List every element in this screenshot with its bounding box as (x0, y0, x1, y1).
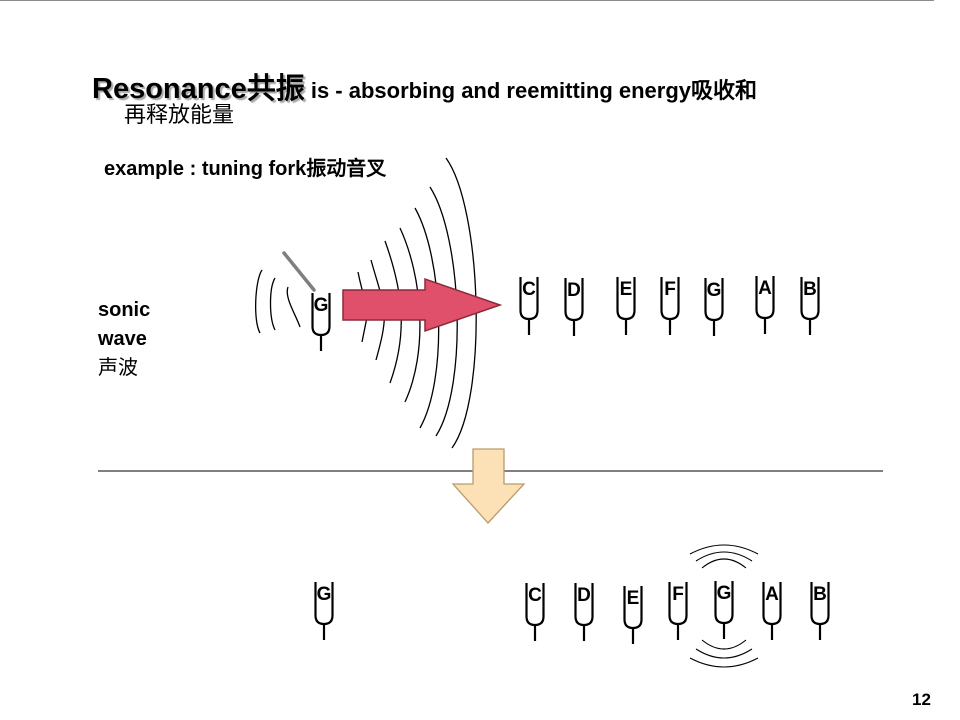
sonic-word: sonic (98, 299, 151, 321)
sonic-wave-label: sonic wave 声波 (98, 296, 150, 383)
fork-note-label: D (577, 585, 591, 606)
fork-before-E: E (616, 277, 636, 335)
mallet-icon (282, 251, 316, 292)
example-caption: example : tuning fork振动音叉 (104, 158, 387, 180)
resonance-wave-icon (689, 544, 759, 668)
fork-after-B: B (810, 582, 830, 640)
fork-note-label: E (627, 588, 640, 609)
fork-note-label: F (664, 279, 676, 300)
fork-before-B: B (800, 277, 820, 335)
source-fork: G (311, 293, 331, 351)
top-divider (0, 0, 934, 1)
fork-note-label: G (707, 280, 722, 301)
result-source-fork: G (314, 582, 334, 640)
fork-note-label: C (528, 585, 542, 606)
right-arrow-icon (342, 277, 503, 333)
title-definition: is - absorbing and reemitting energy吸收和 (304, 78, 758, 103)
fork-note-label: B (803, 279, 817, 300)
down-arrow-icon (451, 448, 526, 524)
slide-title: Resonance共振 is - absorbing and reemittin… (92, 74, 912, 128)
fork-before-F: F (660, 277, 680, 335)
fork-note-label: D (567, 280, 581, 301)
fork-after-D: D (574, 583, 594, 641)
fork-after-G: G (714, 581, 734, 639)
fork-before-A: A (755, 276, 775, 334)
sonic-wave-cn: 声波 (98, 357, 138, 379)
fork-note-label: G (717, 583, 732, 604)
fork-note-label: G (314, 295, 329, 316)
fork-note-label: A (765, 584, 779, 605)
fork-before-G: G (704, 278, 724, 336)
fork-note-label: G (317, 584, 332, 605)
fork-after-C: C (525, 583, 545, 641)
tuning-forks: G C D E F G A B G C D E F G A B (311, 276, 830, 644)
fork-note-label: C (522, 279, 536, 300)
title-keyword: Resonance共振 (92, 73, 305, 105)
fork-after-F: F (668, 582, 688, 640)
title-line2: 再释放能量 (124, 102, 235, 127)
fork-before-C: C (519, 277, 539, 335)
fork-note-label: A (758, 278, 772, 299)
fork-after-A: A (762, 582, 782, 640)
fork-before-D: D (564, 278, 584, 336)
wave-word: wave (98, 328, 147, 350)
fork-note-label: F (672, 584, 684, 605)
fork-after-E: E (623, 586, 643, 644)
fork-note-label: B (813, 584, 827, 605)
page-number: 12 (912, 690, 931, 709)
fork-note-label: E (620, 279, 633, 300)
